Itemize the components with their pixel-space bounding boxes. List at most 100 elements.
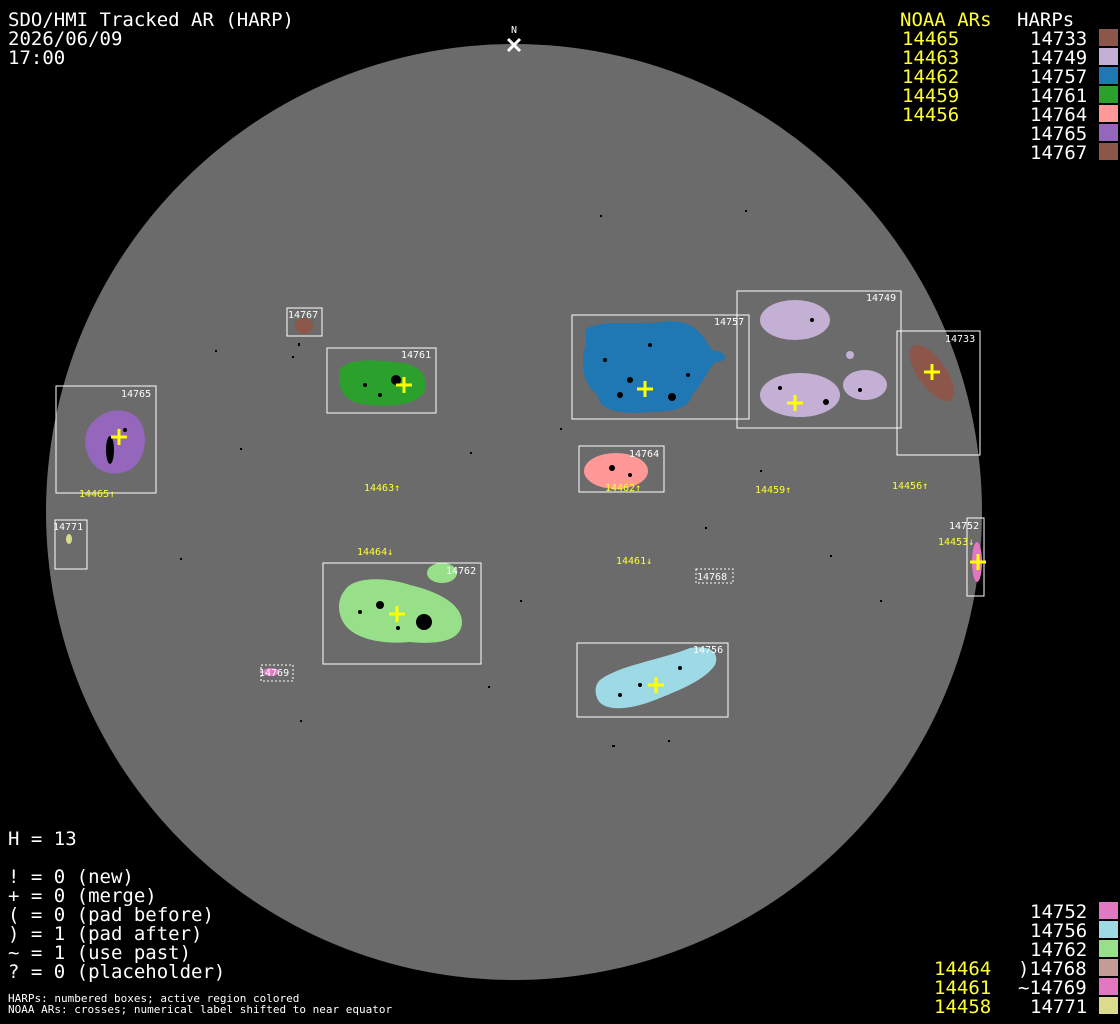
- noaa-header: NOAA ARs: [900, 9, 992, 31]
- harp-entry: 14765: [1030, 123, 1088, 145]
- stat-line: ) = 1 (pad after): [8, 923, 203, 945]
- noaa-entry: 14464: [934, 958, 992, 980]
- color-swatch: [1099, 143, 1118, 160]
- cross-icon: [111, 429, 127, 445]
- harp-entry: )14768: [1018, 958, 1087, 980]
- harps-header: HARPs: [1017, 9, 1075, 31]
- noaa-label: 14453↓: [938, 537, 974, 548]
- color-swatch: [1099, 105, 1118, 122]
- color-swatch: [1099, 921, 1118, 938]
- color-swatch: [1099, 124, 1118, 141]
- harp-region-14771: [66, 534, 72, 544]
- noaa-entry: 14458: [934, 996, 992, 1018]
- harp-entry: 14749: [1030, 47, 1088, 69]
- harp-label: 14771: [53, 522, 83, 533]
- noaa-entry: 14463: [902, 47, 960, 69]
- harp-box-14771: [54, 519, 88, 570]
- map-title: SDO/HMI Tracked AR (HARP): [8, 9, 294, 31]
- harp-box-14756: [576, 642, 729, 718]
- harp-box-14757: [571, 314, 750, 420]
- noaa-label: 14465↑: [79, 489, 115, 500]
- harp-label: 14764: [629, 449, 659, 460]
- harp-label: 14733: [945, 334, 975, 345]
- noaa-label: 14463↑: [364, 483, 400, 494]
- color-swatch: [1099, 997, 1118, 1014]
- harp-label: 14749: [866, 293, 896, 304]
- stat-line: ? = 0 (placeholder): [8, 961, 226, 983]
- noaa-label: 14464↓: [357, 547, 393, 558]
- cross-icon: [970, 554, 986, 570]
- cross-icon: [637, 381, 653, 397]
- harp-region-14769: [263, 668, 279, 676]
- footnote: NOAA ARs: crosses; numerical label shift…: [8, 1003, 393, 1016]
- color-swatch: [1099, 902, 1118, 919]
- harp-entry: 14756: [1030, 920, 1088, 942]
- harp-entry: 14767: [1030, 142, 1088, 164]
- color-swatch: [1099, 48, 1118, 65]
- north-marker-icon: [506, 37, 522, 53]
- harp-entry: 14761: [1030, 85, 1088, 107]
- harp-box-14767: [286, 307, 323, 337]
- stat-line: ! = 0 (new): [8, 866, 134, 888]
- harp-label: 14757: [714, 317, 744, 328]
- solar-disk: [46, 44, 982, 980]
- harp-region-14749: [760, 300, 887, 417]
- harp-box-14733: [896, 330, 981, 456]
- harp-label: 14765: [121, 389, 151, 400]
- stat-line: + = 0 (merge): [8, 885, 157, 907]
- harp-box-14768: [695, 568, 734, 584]
- harp-box-14764: [578, 445, 665, 493]
- harp-region-14761: [339, 360, 426, 406]
- harp-region-14764: [584, 453, 648, 489]
- harp-label: 14761: [401, 350, 431, 361]
- color-swatch: [1099, 67, 1118, 84]
- harp-entry: 14733: [1030, 28, 1088, 50]
- harp-label: 14767: [288, 310, 318, 321]
- harp-entry: 14757: [1030, 66, 1088, 88]
- harp-entry: 14764: [1030, 104, 1088, 126]
- harp-entry: 14771: [1030, 996, 1088, 1018]
- noaa-label: 14461↓: [616, 556, 652, 567]
- harp-region-14762: [338, 563, 462, 643]
- harp-region-14757: [582, 321, 726, 413]
- map-date: 2026/06/09: [8, 28, 123, 50]
- magnetic-speckles: [180, 210, 882, 747]
- north-label: N: [511, 25, 517, 36]
- harp-box-14762: [322, 562, 482, 665]
- color-swatch: [1099, 940, 1118, 957]
- stat-line: ~ = 1 (use past): [8, 942, 192, 964]
- harp-region-14765: [85, 410, 145, 474]
- footnote: HARPs: numbered boxes; active region col…: [8, 992, 300, 1005]
- stat-line: ( = 0 (pad before): [8, 904, 214, 926]
- color-swatch: [1099, 86, 1118, 103]
- harp-box-14765: [55, 385, 157, 494]
- harp-entry: ~14769: [1018, 977, 1087, 999]
- noaa-label: 14459↑: [755, 485, 791, 496]
- noaa-crosses: [111, 364, 986, 693]
- noaa-label: 14456↑: [892, 481, 928, 492]
- cross-icon: [924, 364, 940, 380]
- cross-icon: [648, 677, 664, 693]
- harp-box-14769: [260, 664, 294, 682]
- cross-icon: [396, 377, 412, 393]
- map-time: 17:00: [8, 47, 66, 69]
- harp-count: H = 13: [8, 828, 77, 850]
- harp-region-14767: [295, 318, 313, 334]
- harp-entry: 14752: [1030, 901, 1088, 923]
- color-swatch: [1099, 29, 1118, 46]
- harp-label: 14752: [949, 521, 979, 532]
- harp-label: 14756: [693, 645, 723, 656]
- color-swatch: [1099, 978, 1118, 995]
- harp-label: 14768: [697, 572, 727, 583]
- harp-entry: 14762: [1030, 939, 1088, 961]
- harp-box-14749: [736, 290, 902, 429]
- cross-icon: [787, 395, 803, 411]
- noaa-entry: 14465: [902, 28, 960, 50]
- harp-label: 14769: [259, 668, 289, 679]
- noaa-entry: 14462: [902, 66, 960, 88]
- color-swatch: [1099, 959, 1118, 976]
- harp-box-14761: [326, 347, 437, 414]
- cross-icon: [389, 606, 405, 622]
- noaa-entry: 14459: [902, 85, 960, 107]
